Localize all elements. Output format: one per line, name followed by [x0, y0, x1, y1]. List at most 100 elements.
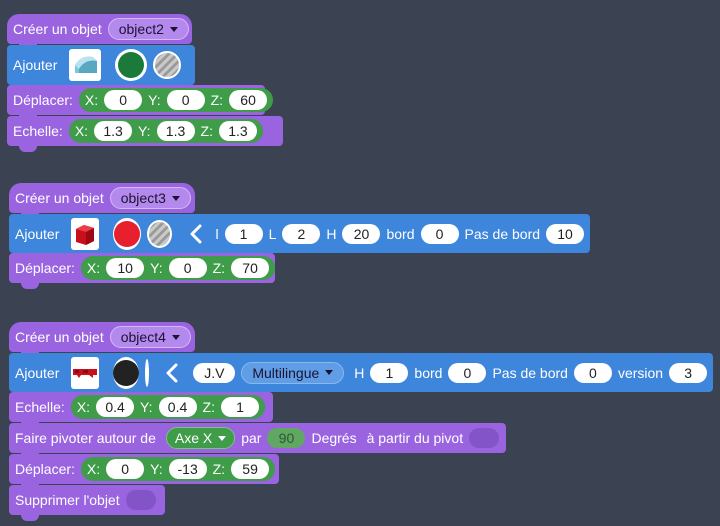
- move-block[interactable]: Déplacer: X: 0 Y: 0 Z: 60: [7, 85, 274, 121]
- x-label: X:: [84, 92, 99, 108]
- param-bord-input[interactable]: 0: [420, 223, 459, 244]
- move-block[interactable]: Déplacer: X: 10 Y: 0 Z: 70: [9, 253, 276, 289]
- caret-down-icon: [325, 370, 334, 375]
- add-shape-block[interactable]: Ajouter: [7, 45, 195, 91]
- z-label: Z:: [200, 123, 213, 139]
- color-swatch[interactable]: [115, 49, 148, 81]
- y-label: Y:: [138, 123, 151, 139]
- xyz-input-group: X: 10 Y: 0 Z: 70: [80, 256, 276, 280]
- create-object-block[interactable]: Créer un objet object3: [9, 183, 195, 219]
- scale-label: Echelle:: [15, 399, 65, 415]
- z-label: Z:: [212, 461, 226, 477]
- z-label: Z:: [212, 260, 226, 276]
- param-l-label: l: [215, 225, 219, 242]
- xyz-input-group: X: 0 Y: -13 Z: 59: [80, 457, 276, 481]
- pivot-input-slot[interactable]: [469, 428, 500, 448]
- object-input-slot[interactable]: [125, 490, 156, 510]
- param-h-input[interactable]: 1: [370, 362, 409, 383]
- object-name-value: object3: [120, 190, 166, 206]
- y-input[interactable]: 0: [168, 258, 207, 278]
- param-h-input[interactable]: 20: [342, 223, 381, 244]
- scale-block[interactable]: Echelle: X: 1.3 Y: 1.3 Z: 1.3: [7, 116, 283, 152]
- hole-toggle-icon[interactable]: [145, 358, 150, 387]
- add-label: Ajouter: [15, 225, 60, 242]
- x-label: X:: [86, 260, 101, 276]
- param-h-label: H: [354, 364, 365, 381]
- param-bord-input[interactable]: 0: [448, 362, 487, 383]
- z-label: Z:: [202, 399, 215, 415]
- red-text-shape-icon[interactable]: [71, 356, 100, 389]
- red-cube-shape-icon[interactable]: [71, 217, 100, 250]
- y-label: Y:: [150, 260, 163, 276]
- add-shape-block[interactable]: Ajouter l 1 L 2 H 20 bord 0 Pas de bord …: [9, 214, 590, 259]
- color-fill: [114, 220, 141, 247]
- x-input[interactable]: 1.3: [94, 121, 133, 141]
- create-object-label: Créer un objet: [15, 190, 104, 206]
- font-value: Multilingue: [252, 364, 320, 381]
- delete-object-block[interactable]: Supprimer l'objet: [9, 485, 165, 521]
- param-L-input[interactable]: 2: [282, 223, 321, 244]
- caret-down-icon: [171, 195, 180, 201]
- add-shape-block[interactable]: Ajouter J.V Multilingue H 1 bord 0 Pas d…: [9, 353, 713, 398]
- caret-down-icon: [218, 435, 227, 441]
- angle-input[interactable]: 90: [267, 428, 306, 448]
- move-block[interactable]: Déplacer: X: 0 Y: -13 Z: 59: [9, 454, 279, 490]
- create-object-label: Créer un objet: [13, 21, 102, 37]
- hole-toggle-icon[interactable]: [146, 219, 172, 248]
- xyz-input-group: X: 0.4 Y: 0.4 Z: 1: [70, 395, 265, 419]
- param-bord-label: bord: [386, 225, 415, 242]
- move-label: Déplacer:: [15, 260, 75, 276]
- xyz-input-group: X: 1.3 Y: 1.3 Z: 1.3: [68, 119, 263, 143]
- add-label: Ajouter: [15, 364, 60, 381]
- x-input[interactable]: 0: [104, 90, 143, 110]
- z-input[interactable]: 1.3: [218, 121, 257, 141]
- collapse-chevron-left-icon[interactable]: [188, 222, 204, 246]
- degrees-label: Degrés: [311, 430, 357, 446]
- x-input[interactable]: 0: [106, 459, 145, 479]
- create-object-block[interactable]: Créer un objet object2: [7, 14, 192, 50]
- param-version-input[interactable]: 3: [669, 362, 708, 383]
- x-label: X:: [86, 461, 101, 477]
- param-pas-input[interactable]: 0: [573, 362, 612, 383]
- param-pas-input[interactable]: 10: [546, 223, 585, 244]
- axis-dropdown[interactable]: Axe X: [165, 427, 236, 449]
- curved-roof-shape-icon[interactable]: [69, 49, 102, 81]
- delete-object-label: Supprimer l'objet: [15, 492, 120, 508]
- y-input[interactable]: -13: [168, 459, 207, 479]
- scale-label: Echelle:: [13, 123, 63, 139]
- color-fill: [118, 52, 145, 78]
- object-name-value: object2: [118, 21, 164, 37]
- caret-down-icon: [171, 334, 180, 340]
- scale-block[interactable]: Echelle: X: 0.4 Y: 0.4 Z: 1: [9, 392, 273, 428]
- z-input[interactable]: 1: [220, 397, 259, 417]
- z-input[interactable]: 59: [231, 459, 270, 479]
- create-object-label: Créer un objet: [15, 329, 104, 345]
- object-name-value: object4: [120, 329, 166, 345]
- z-input[interactable]: 60: [229, 90, 268, 110]
- color-swatch[interactable]: [113, 356, 140, 389]
- xyz-input-group: X: 0 Y: 0 Z: 60: [78, 88, 274, 112]
- create-object-block[interactable]: Créer un objet object4: [9, 322, 195, 358]
- color-swatch[interactable]: [113, 217, 141, 250]
- hole-toggle-icon[interactable]: [153, 51, 182, 79]
- text-input[interactable]: J.V: [193, 362, 236, 383]
- object-name-dropdown[interactable]: object2: [107, 18, 189, 40]
- object-name-dropdown[interactable]: object4: [109, 326, 191, 348]
- rotate-block[interactable]: Faire pivoter autour de Axe X par 90 Deg…: [9, 423, 506, 459]
- y-input[interactable]: 0: [166, 90, 205, 110]
- y-input[interactable]: 0.4: [158, 397, 197, 417]
- z-label: Z:: [210, 92, 224, 108]
- y-label: Y:: [150, 461, 163, 477]
- collapse-chevron-left-icon[interactable]: [165, 361, 179, 385]
- param-l-input[interactable]: 1: [224, 223, 263, 244]
- param-L-label: L: [268, 225, 277, 242]
- y-label: Y:: [140, 399, 153, 415]
- y-input[interactable]: 1.3: [156, 121, 195, 141]
- object-name-dropdown[interactable]: object3: [109, 187, 191, 209]
- x-input[interactable]: 10: [106, 258, 145, 278]
- pivot-label: à partir du pivot: [366, 430, 464, 446]
- x-input[interactable]: 0.4: [96, 397, 135, 417]
- z-input[interactable]: 70: [231, 258, 270, 278]
- color-fill: [113, 359, 140, 386]
- font-dropdown[interactable]: Multilingue: [241, 361, 345, 384]
